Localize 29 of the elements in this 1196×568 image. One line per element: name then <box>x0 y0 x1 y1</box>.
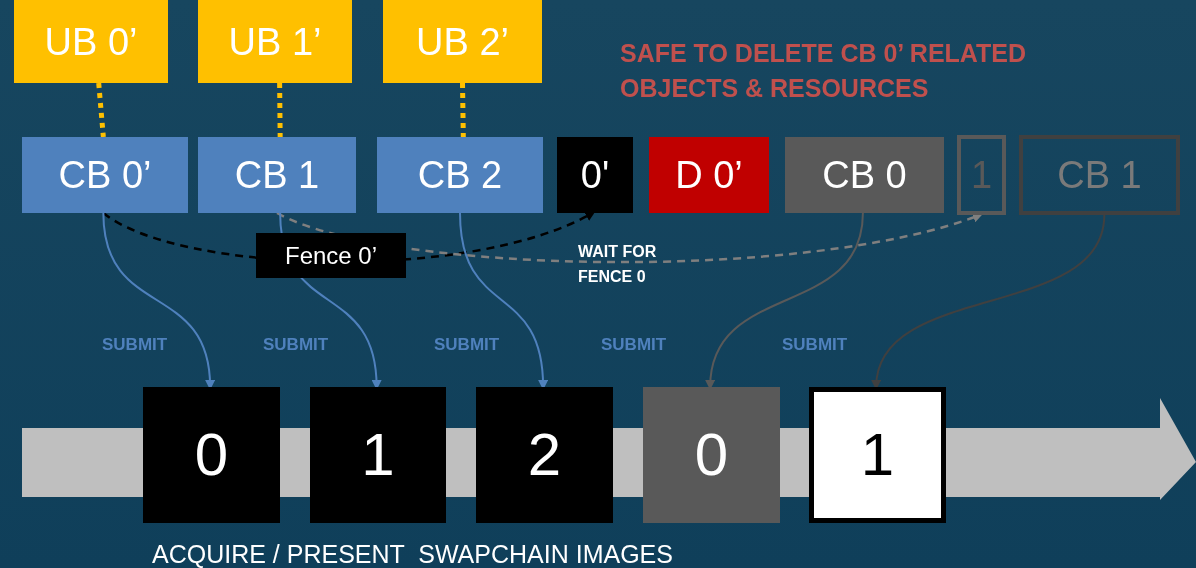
command-buffer-box: CB 1 <box>1019 135 1180 215</box>
command-buffer-box: CB 0’ <box>22 137 188 213</box>
edge-label: SUBMIT <box>782 334 848 356</box>
swapchain-image: 0 <box>143 387 280 523</box>
note-text: WAIT FOR FENCE 0 <box>578 242 658 287</box>
command-buffer-box: CB 2 <box>377 137 543 213</box>
connector-arrow <box>459 212 548 390</box>
command-buffer-box: CB 0 <box>785 137 944 213</box>
connector-arrow <box>276 211 983 264</box>
command-buffer-box: CB 1 <box>198 137 356 213</box>
buffer-box: UB 2’ <box>383 0 542 83</box>
edge-label: SUBMIT <box>434 334 500 356</box>
edge-label: Fence 0’ <box>256 233 406 278</box>
edge-label: SUBMIT <box>102 334 168 356</box>
note-text: SAFE TO DELETE CB 0’ RELATED OBJECTS & RESOURCES <box>620 38 1028 104</box>
swapchain-image: 0 <box>643 387 780 523</box>
edge-label: SUBMIT <box>263 334 329 356</box>
swapchain-image: 1 <box>310 387 446 523</box>
descriptor-box: D 0’ <box>649 137 769 213</box>
edge-label: SUBMIT <box>601 334 667 356</box>
fence-box: 1 <box>957 135 1006 215</box>
buffer-box: UB 0’ <box>14 0 168 83</box>
swapchain-image: 1 <box>809 387 946 523</box>
swapchain-image: 2 <box>476 387 613 523</box>
buffer-box: UB 1’ <box>198 0 352 83</box>
connector-arrow <box>706 212 864 390</box>
connector-arrow <box>102 212 215 390</box>
caption-text: ACQUIRE / PRESENT SWAPCHAIN IMAGES <box>152 539 673 568</box>
fence-box: 0' <box>557 137 633 213</box>
